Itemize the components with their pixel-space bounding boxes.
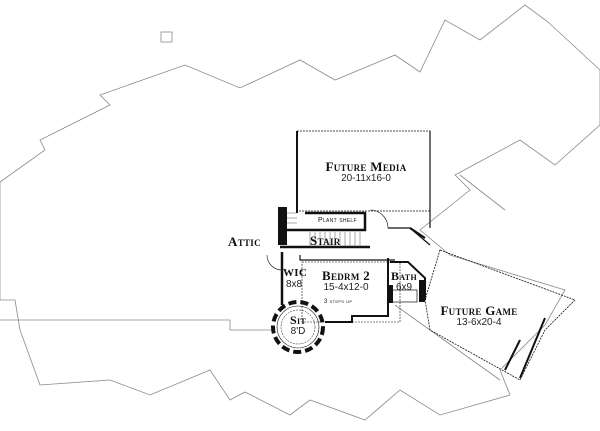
walls xyxy=(266,130,576,381)
room-wic: WIC 8x8 xyxy=(283,267,308,290)
room-dims: 6x9 xyxy=(395,282,413,293)
room-name: Bedrm 2 xyxy=(321,268,371,283)
room-dims: 20-11x16-0 xyxy=(341,173,391,184)
roof-outline xyxy=(0,4,600,421)
room-name: WIC xyxy=(283,267,308,279)
steps-note: 3 steps up xyxy=(324,299,353,305)
future-game-room xyxy=(424,249,576,381)
room-future-media: Future Media 20-11x16-0 xyxy=(312,160,420,184)
room-bath: Bath 6x9 xyxy=(388,270,420,293)
room-dims: 8x8 xyxy=(285,279,303,290)
room-name: Sit xyxy=(289,313,307,327)
room-name: Future Media xyxy=(325,159,407,174)
room-name: Bath xyxy=(391,269,417,283)
chimney xyxy=(160,31,173,43)
room-dims: 8'D xyxy=(290,326,306,337)
room-dims: 13-6x20-4 xyxy=(456,317,502,328)
room-attic: Attic xyxy=(228,234,261,249)
room-bedrm-2: Bedrm 2 15-4x12-0 xyxy=(310,269,382,293)
room-sit: Sit 8'D xyxy=(284,314,312,337)
room-future-game: Future Game 13-6x20-4 xyxy=(434,304,524,328)
room-dims: 15-4x12-0 xyxy=(323,282,369,293)
plant-shelf-label: Plant shelf xyxy=(318,217,357,224)
room-stair: Stair xyxy=(310,233,341,248)
room-name: Future Game xyxy=(440,303,518,318)
